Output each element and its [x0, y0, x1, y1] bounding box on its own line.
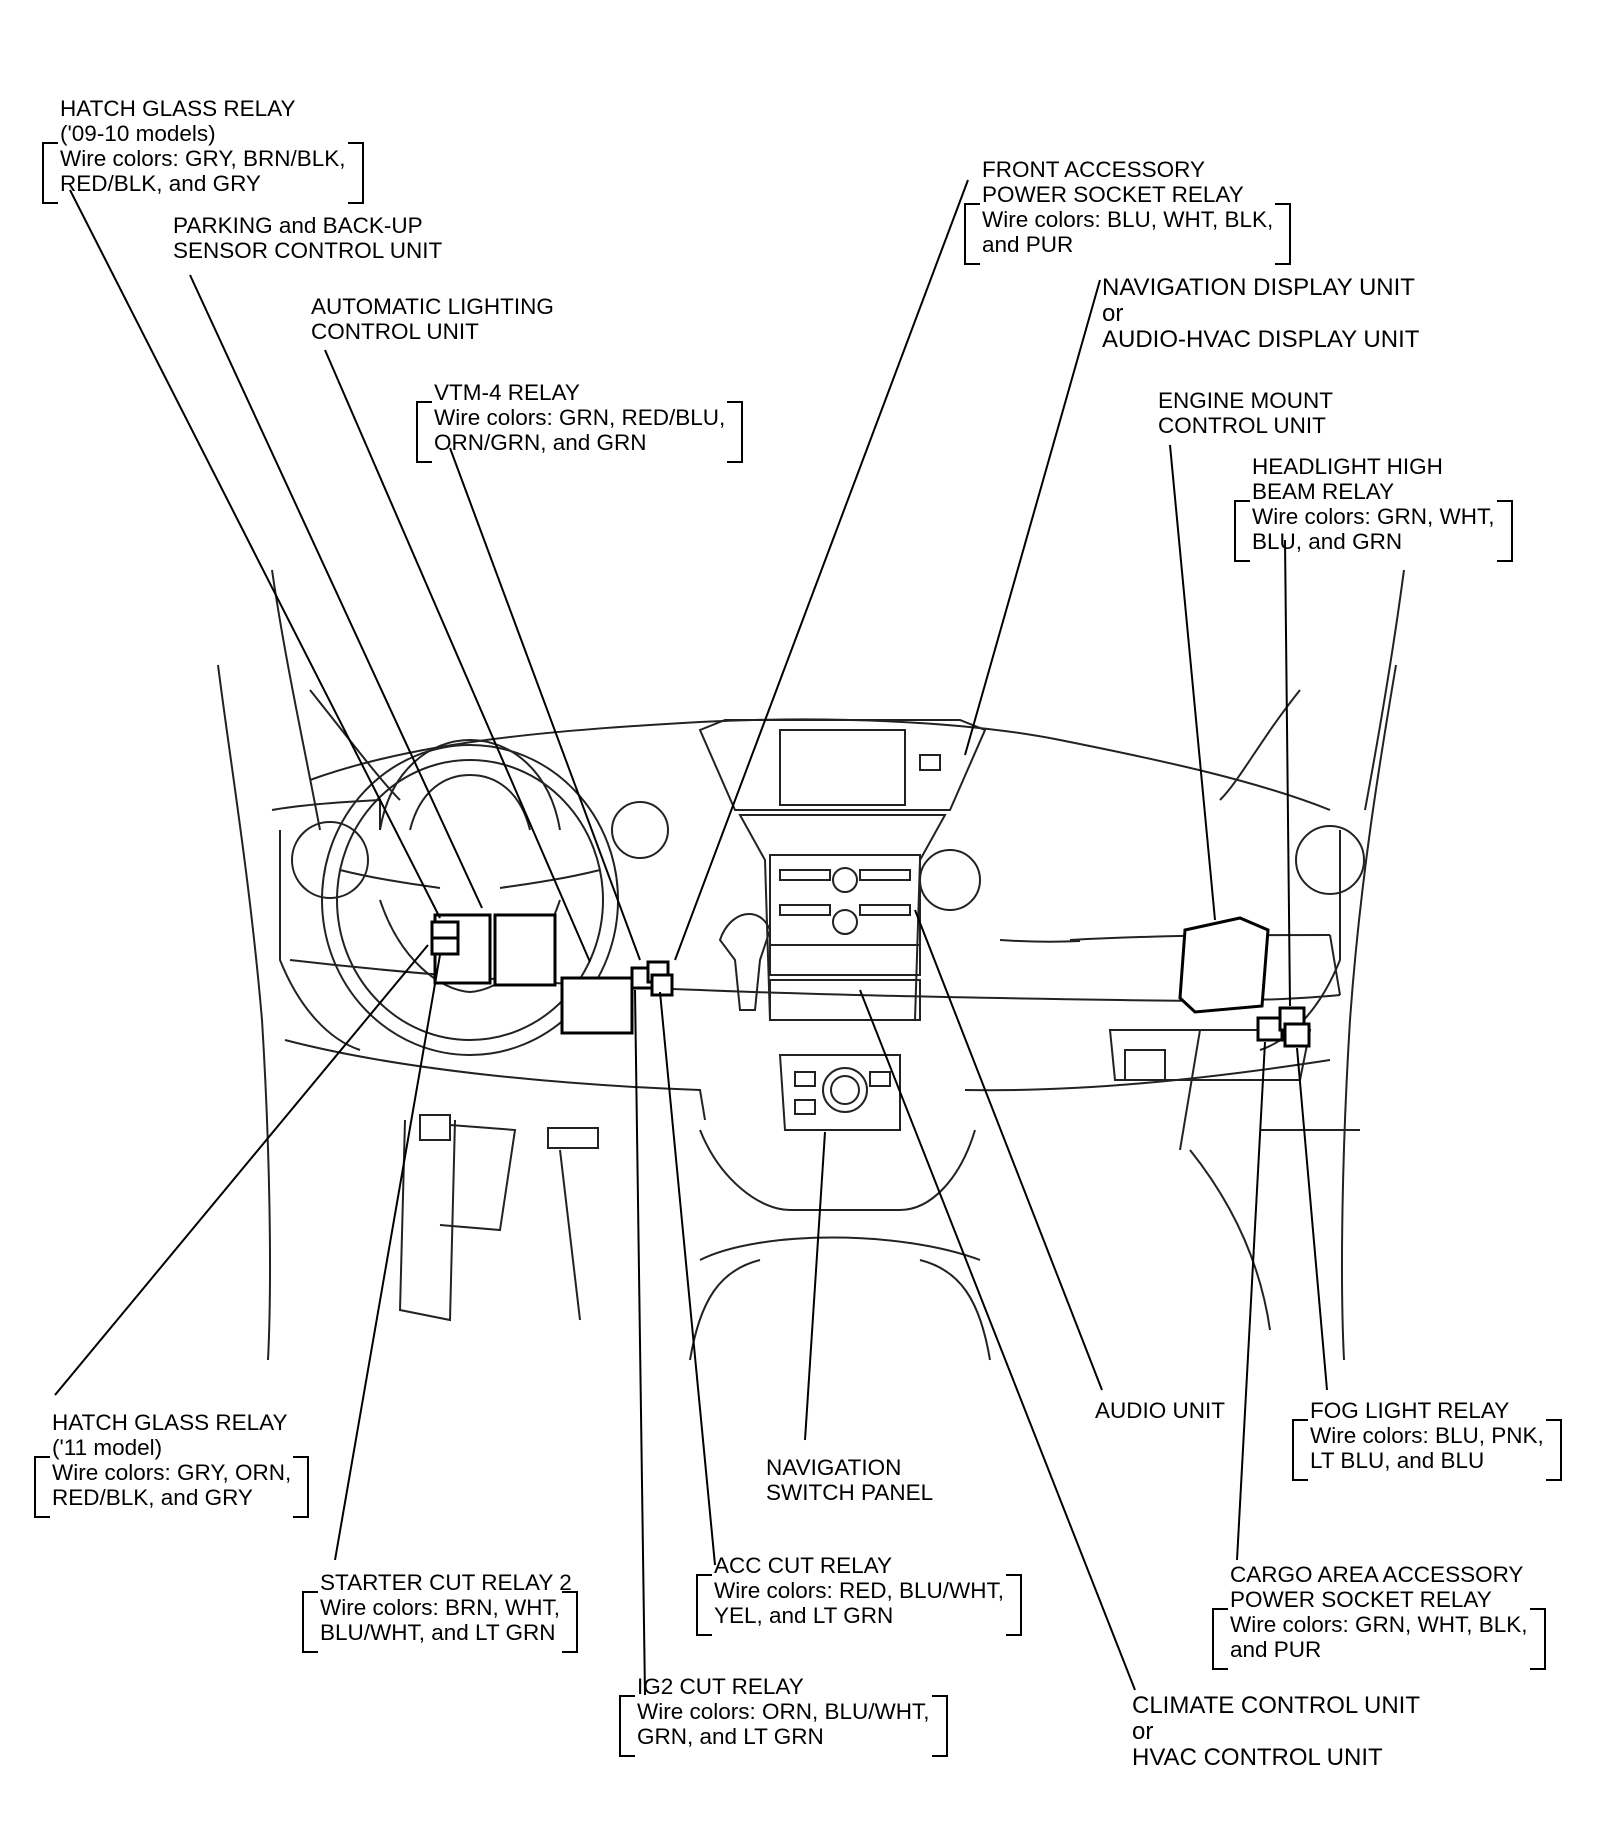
wire-line: Wire colors: ORN, BLU/WHT, — [637, 1699, 930, 1724]
auto-lighting-box-2 — [560, 976, 634, 1035]
hatch-0910-name: HATCH GLASS RELAY — [60, 96, 296, 121]
label-line: NAVIGATION — [766, 1455, 902, 1480]
wire-line: and PUR — [1230, 1637, 1322, 1662]
wire-line: Wire colors: GRY, BRN/BLK, — [60, 146, 346, 171]
starter-wire-colors: Wire colors: BRN, WHT, BLU/WHT, and LT G… — [302, 1591, 579, 1653]
wire-line: RED/BLK, and GRY — [60, 171, 261, 196]
climate-control-label: CLIMATE CONTROL UNIT or HVAC CONTROL UNI… — [1132, 1693, 1420, 1771]
cargo-relay — [1256, 1016, 1284, 1042]
wire-line: GRN, and LT GRN — [637, 1724, 824, 1749]
wire-line: BLU/WHT, and LT GRN — [320, 1620, 556, 1645]
navigation-display-label: NAVIGATION DISPLAY UNIT or AUDIO-HVAC DI… — [1102, 275, 1419, 353]
acc-cut-wire-colors: Wire colors: RED, BLU/WHT, YEL, and LT G… — [696, 1574, 1023, 1636]
label-line: SWITCH PANEL — [766, 1480, 934, 1505]
wire-line: Wire colors: GRN, RED/BLU, — [434, 405, 726, 430]
hatch-0910-wire-colors: Wire colors: GRY, BRN/BLK, RED/BLK, and … — [42, 142, 364, 204]
label-line: HVAC CONTROL UNIT — [1132, 1744, 1383, 1771]
fog-light-relay-label: FOG LIGHT RELAY — [1310, 1398, 1509, 1423]
label-line: CONTROL UNIT — [1158, 413, 1326, 438]
wire-line: Wire colors: GRN, WHT, — [1252, 504, 1495, 529]
label-line: CARGO AREA ACCESSORY — [1230, 1562, 1524, 1587]
label-line: AUTOMATIC LIGHTING — [311, 294, 554, 319]
wire-line: Wire colors: BLU, PNK, — [1310, 1423, 1544, 1448]
wire-line: and PUR — [982, 232, 1074, 257]
headlight-relay-label: HEADLIGHT HIGH BEAM RELAY — [1252, 454, 1443, 504]
wire-line: RED/BLK, and GRY — [52, 1485, 253, 1510]
headlight-wire-colors: Wire colors: GRN, WHT, BLU, and GRN — [1234, 500, 1513, 562]
front-accessory-label: FRONT ACCESSORY POWER SOCKET RELAY — [982, 157, 1244, 207]
leader-lines — [54, 179, 1328, 1696]
automatic-lighting-unit — [493, 913, 557, 987]
wire-line: Wire colors: RED, BLU/WHT, — [714, 1578, 1005, 1603]
label-line: CLIMATE CONTROL UNIT — [1132, 1692, 1421, 1719]
label-line: SENSOR CONTROL UNIT — [173, 238, 443, 263]
label-line: AUDIO UNIT — [1095, 1398, 1226, 1423]
hatch-relay-upper — [430, 920, 460, 940]
audio-unit-label: AUDIO UNIT — [1095, 1398, 1225, 1423]
label-line: CONTROL UNIT — [311, 319, 479, 344]
hatch-0910-note: ('09-10 models) — [60, 121, 216, 146]
label-line: ('11 model) — [52, 1435, 163, 1460]
vtm4-wire-colors: Wire colors: GRN, RED/BLU, ORN/GRN, and … — [416, 401, 744, 463]
ig2-wire-colors: Wire colors: ORN, BLU/WHT, GRN, and LT G… — [619, 1695, 948, 1757]
wire-line: BLU, and GRN — [1252, 529, 1403, 554]
acc-cut-relay-label: ACC CUT RELAY — [714, 1553, 892, 1578]
label-line: IG2 CUT RELAY — [637, 1674, 804, 1699]
label-line: ENGINE MOUNT — [1158, 388, 1334, 413]
hatch-glass-relay-11-label: HATCH GLASS RELAY ('11 model) — [52, 1410, 287, 1460]
automatic-lighting-label: AUTOMATIC LIGHTING CONTROL UNIT — [311, 294, 554, 344]
label-line: POWER SOCKET RELAY — [982, 182, 1244, 207]
engine-mount-unit — [1178, 916, 1270, 1014]
wire-line: Wire colors: BRN, WHT, — [320, 1595, 561, 1620]
wire-line: ORN/GRN, and GRN — [434, 430, 647, 455]
ig2-cut-relay-label: IG2 CUT RELAY — [637, 1674, 804, 1699]
front-accessory-wire-colors: Wire colors: BLU, WHT, BLK, and PUR — [964, 203, 1292, 265]
fog-relay — [1283, 1022, 1311, 1048]
label-line: FRONT ACCESSORY — [982, 157, 1205, 182]
label-line: FOG LIGHT RELAY — [1310, 1398, 1510, 1423]
label-line: NAVIGATION DISPLAY UNIT — [1102, 274, 1415, 301]
label-line: or — [1132, 1718, 1154, 1745]
hatch-glass-relay-0910-label: HATCH GLASS RELAY ('09-10 models) — [60, 96, 295, 146]
label-line: STARTER CUT RELAY 2 — [320, 1570, 572, 1595]
hatch-11-wire-colors: Wire colors: GRY, ORN, RED/BLK, and GRY — [34, 1456, 310, 1518]
label-line: POWER SOCKET RELAY — [1230, 1587, 1492, 1612]
label-line: AUDIO-HVAC DISPLAY UNIT — [1102, 326, 1420, 353]
fog-wire-colors: Wire colors: BLU, PNK, LT BLU, and BLU — [1292, 1419, 1562, 1481]
cargo-accessory-label: CARGO AREA ACCESSORY POWER SOCKET RELAY — [1230, 1562, 1523, 1612]
wire-line: Wire colors: GRY, ORN, — [52, 1460, 292, 1485]
wire-line: Wire colors: GRN, WHT, BLK, — [1230, 1612, 1528, 1637]
wire-line: LT BLU, and BLU — [1310, 1448, 1485, 1473]
starter-cut-relay-label: STARTER CUT RELAY 2 — [320, 1570, 572, 1595]
hatch-relay-lower — [430, 936, 460, 956]
parking-sensor-label: PARKING and BACK-UP SENSOR CONTROL UNIT — [173, 213, 442, 263]
label-line: PARKING and BACK-UP — [173, 213, 423, 238]
label-line: VTM-4 RELAY — [434, 380, 580, 405]
label-line: BEAM RELAY — [1252, 479, 1395, 504]
engine-mount-label: ENGINE MOUNT CONTROL UNIT — [1158, 388, 1333, 438]
wire-line: Wire colors: BLU, WHT, BLK, — [982, 207, 1274, 232]
label-line: HATCH GLASS RELAY — [52, 1410, 288, 1435]
cargo-wire-colors: Wire colors: GRN, WHT, BLK, and PUR — [1212, 1608, 1546, 1670]
vtm4-relay-label: VTM-4 RELAY — [434, 380, 580, 405]
label-line: ACC CUT RELAY — [714, 1553, 892, 1578]
wire-line: YEL, and LT GRN — [714, 1603, 894, 1628]
navigation-switch-label: NAVIGATION SWITCH PANEL — [766, 1455, 933, 1505]
components — [430, 913, 1311, 1048]
relay-c — [650, 973, 674, 997]
label-line: or — [1102, 300, 1124, 327]
label-line: HEADLIGHT HIGH — [1252, 454, 1443, 479]
